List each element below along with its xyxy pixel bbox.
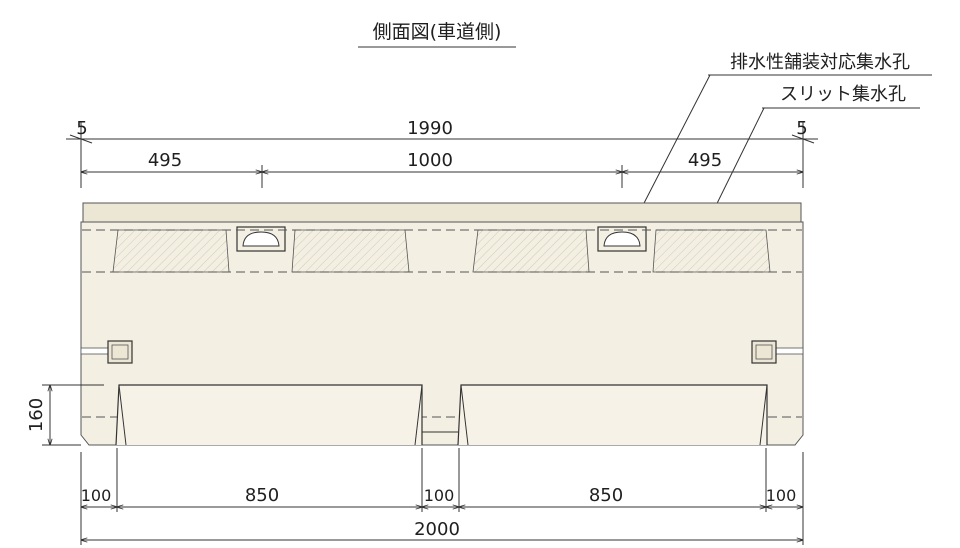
opening-right-chamfer-a <box>460 384 469 446</box>
dim-left-segment: 495 <box>148 150 182 171</box>
top-dimensions: 5 1990 5 495 1000 495 <box>66 118 818 188</box>
slit-zone-1 <box>112 229 230 273</box>
dim-right-opening: 850 <box>589 485 623 506</box>
connector-right-inner <box>755 344 773 360</box>
opening-left-chamfer-a <box>118 384 127 446</box>
connector-right <box>751 340 777 364</box>
connector-left-slot <box>80 347 109 355</box>
drainage-hole-right-opening <box>603 231 641 247</box>
dim-left-gap: 5 <box>76 118 87 139</box>
block-top-cap <box>82 202 802 223</box>
callout-drainage-hole-label: 排水性舗装対応集水孔 <box>730 52 910 73</box>
bottom-dimensions: 100 850 100 850 100 2000 <box>81 448 803 545</box>
callout-slit-hole-label: スリット集水孔 <box>780 84 906 105</box>
dim-tick-right <box>791 134 815 144</box>
dim-right-foot: 100 <box>766 486 797 505</box>
dim-center-foot: 100 <box>424 486 455 505</box>
slit-zone-3 <box>472 229 590 273</box>
connector-right-slot <box>775 347 804 355</box>
bottom-opening-right <box>457 384 768 446</box>
opening-left-chamfer-b <box>414 384 423 446</box>
drainage-hole-left-opening <box>242 231 280 247</box>
dim-overall-top: 1990 <box>407 118 453 139</box>
slit-zone-2 <box>291 229 410 273</box>
dim-middle-segment: 1000 <box>407 150 453 171</box>
gutter-block <box>80 202 804 446</box>
dim-tick-left <box>69 134 93 144</box>
height-dimension: 160 <box>26 385 104 445</box>
opening-right-chamfer-b <box>759 384 768 446</box>
dim-right-segment: 495 <box>688 150 722 171</box>
bottom-opening-left <box>115 384 423 446</box>
dim-right-gap: 5 <box>796 118 807 139</box>
dim-overall-bottom: 2000 <box>414 519 460 540</box>
dim-left-foot: 100 <box>81 486 112 505</box>
connector-left <box>107 340 133 364</box>
dim-height: 160 <box>26 398 47 432</box>
slit-zone-4 <box>652 229 771 273</box>
dim-left-opening: 850 <box>245 485 279 506</box>
drawing-title: 側面図(車道側) <box>373 21 502 43</box>
connector-left-inner <box>111 344 129 360</box>
